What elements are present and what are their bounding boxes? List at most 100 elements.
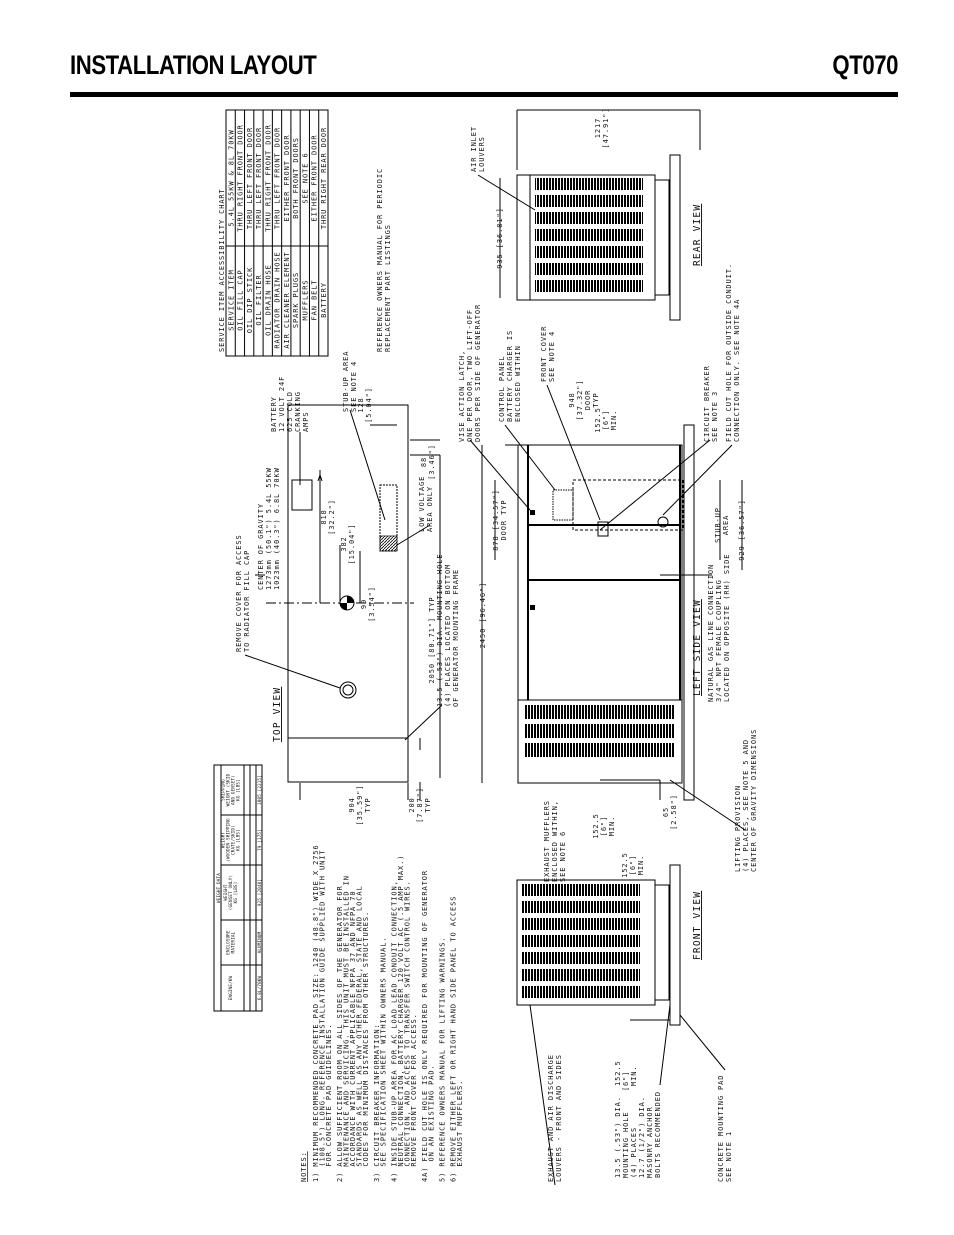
dim-200-label: [7.87"] [416,787,424,823]
service-item: BATTERY [320,282,328,318]
rear-view-label: REAR VIEW [692,204,703,266]
service-item: RADIATOR DRAIN HOSE [274,251,282,348]
exhaust-mufflers-label: EXHAUST MUFFLERS [543,800,551,882]
service-item: AIR CLEANER ELEMENT [283,251,291,348]
radiator-cap-icon [339,681,357,699]
battery-label: 12 VOLT 24F [278,376,286,432]
latch-icon [530,605,535,610]
column-header: ENCLOSURE [226,930,231,955]
battery-label: 625 COLD [286,391,294,432]
dim-1217-label: 1217 [594,118,602,138]
note-line: (108.5") LONG. REFERENCE INSTALLATION GU… [319,850,327,1182]
dim-948-label: DOOR [584,390,592,410]
chart-reference-note: REFERENCE OWNERS MANUAL FOR PERIODIC [376,168,384,352]
dim-878-label: DOOR TYP [500,500,508,541]
dim-904-label: [35.59"] [356,785,364,826]
dim-200-label: 200 [408,797,416,812]
note-line: 4A) FIELD CUT HOLE IS ONLY REQUIRED FOR … [421,870,429,1182]
note-line: 6) REMOVE EITHER LEFT OR RIGHT HAND SIDE… [450,896,458,1182]
note-line: MAINTENANCE AND SERVICING. THIS UNIT MUS… [343,875,351,1182]
dim-128-label: [5.04"] [365,387,373,423]
mount-hole-front-label: BOLTS RECOMMENDED [654,1091,662,1178]
dim-90-label: [3.54"] [368,586,376,622]
louver-band [535,178,643,190]
battery-label: BATTERY [270,396,278,432]
rear-skid [654,179,670,296]
concrete-pad-rear [669,154,681,321]
gas-line-label: 3/4" NPT FEMALE COUPLING [715,579,723,702]
column-header: (GENSET ONLY) [228,875,233,910]
header-rule [70,92,898,97]
dim-1525-a-label: [6"] [600,816,608,836]
service-item: OIL FILL CAP [237,269,245,330]
louver-band [522,901,640,913]
louver-band [535,195,643,207]
dim-88-label: 88 [420,457,428,467]
column-header: WEIGHT [223,884,228,901]
service-item: FAN BELT [311,280,319,321]
column-header: WEIGHT (SKID [226,773,231,806]
mount-hole-front-label: 12.7 (1/2") DIA. [638,1096,646,1178]
front-cover-label: SEE NOTE 4 [548,331,556,382]
dim-904-label: TYP [364,797,372,812]
front-skid [654,884,670,1001]
dim-929-label: 929 [36.57"] [738,499,746,560]
column-header: CRATE/SKID) [231,825,236,855]
service-item: OIL DRAIN HOSE [264,264,272,336]
louver-band [535,280,643,292]
dim-1525-b-label: 152.5 [621,852,629,878]
dim-948-label: [37.32"] [576,380,584,421]
field-cut-label: FIELD CUT HOLE FOR OUTSIDE CONDUIT. [725,263,733,442]
air-inlet-label: LOUVERS [478,136,486,172]
dim-818-label: [32.2"] [328,499,336,535]
note-line: REMOVE FRONT COVER FOR ACCESS. [410,1013,418,1182]
dim-65-label: [2.58"] [670,794,678,830]
column-header: MATERIAL [231,931,236,953]
dim-1525-a-label: 152.5 [592,813,600,839]
stub-up-side-label: AREA [722,515,730,535]
louver-band [535,229,643,241]
concrete-pad-front [669,864,681,1026]
column-header: (WOODEN SHIPPING [226,818,231,862]
access-location: SEE NOTE 6 [301,152,309,203]
louver-band [535,263,643,275]
note-line: CONNECTION, AND ACCESS TO TRANSFER SWITC… [404,880,412,1182]
exhaust-mufflers-label: SEE NOTE 6 [559,831,567,882]
notes-heading: NOTES: [300,1151,308,1182]
access-location: THRU RIGHT FRONT DOOR [237,124,245,231]
control-panel-icon [552,489,574,521]
dim-1525-a-label: MIN. [608,816,616,836]
exhaust-louvers-label: LOUVERS - FRONT AND SIDES [555,1054,563,1182]
air-inlet-label: AIR INLET [470,126,478,172]
louver-band [522,969,640,981]
louver-band [524,724,674,738]
dim-65-label: 65 [662,807,670,817]
chart-reference-note: REPLACEMENT PART LISTINGS [384,224,392,352]
battery-label: AMPS [302,412,310,432]
circuit-breaker-label: SEE NOTE 3 [711,391,719,442]
note-line: 2) ALLOW SUFFICIENT ROOM ON ALL SIDES OF… [336,885,344,1182]
latch-label: ONE PER DOOR, TWO LIFT-OFF [466,309,474,442]
note-line: EXHAUST MUFFLERS. [456,1080,464,1182]
dim-128-label: 128 [357,397,365,412]
left-side-outline [517,444,683,784]
control-panel-label: BATTERY CHARGER IS [506,330,514,422]
column-header: KG [LBS] [236,829,241,851]
front-view [516,779,726,1186]
note-line: ACCORDANCE WITH CURRENT APPLICABLE NFPA … [349,890,357,1182]
lifting-label: CENTER OF GRAVITY DIMENSIONS [750,729,758,872]
front-view-label: FRONT VIEW [692,891,703,960]
dim-1525-b-label: MIN. [637,855,645,875]
column-header: ENGINE/KW [228,975,233,1000]
model-number: QT070 [832,50,898,80]
lifting-label: LIFTING PROVISION [734,785,742,872]
dim-1525-b-label: [6"] [629,855,637,875]
access-location: THRU LEFT FRONT DOOR [255,127,263,229]
dim-904-label: 904 [348,797,356,812]
top-view-outline [287,404,409,783]
mount-hole-top-label: 13.5 (.53") DIA. MOUNTING HOLE [436,554,444,707]
top-view [244,404,443,800]
battery-label: CRANKING [294,391,302,432]
table-cell: 925 [2040] [257,879,262,906]
